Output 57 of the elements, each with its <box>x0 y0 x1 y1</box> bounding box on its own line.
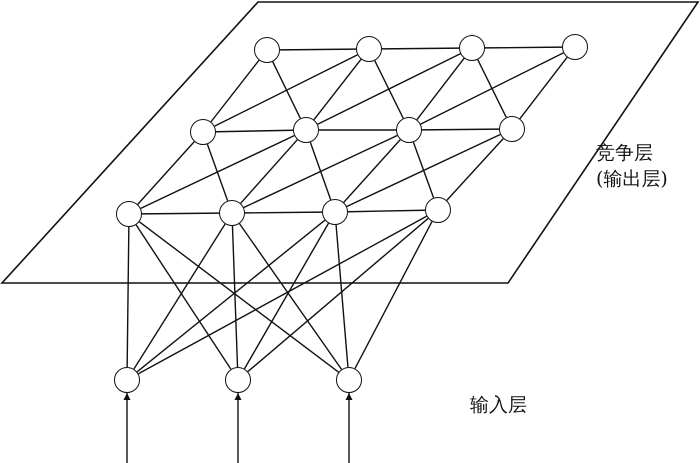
layer-caption: 竞争层(输出层) <box>596 141 669 192</box>
connection-line <box>214 54 358 127</box>
connection-line <box>485 46 562 49</box>
connection-line <box>446 138 504 201</box>
connection-line <box>272 61 301 119</box>
neuron-circle <box>293 117 319 143</box>
neuron-circle <box>562 34 588 60</box>
connection-line <box>244 222 330 370</box>
connection-line <box>319 129 396 131</box>
neuron-circle <box>425 197 451 223</box>
connection-line <box>422 128 499 131</box>
neuron-circle <box>225 367 251 393</box>
neuron-circle <box>356 36 382 62</box>
connection-line <box>245 211 322 214</box>
connection-line <box>382 47 459 50</box>
connection-line <box>243 134 398 208</box>
neuron-circle <box>396 117 422 143</box>
neuron-circle <box>190 119 216 145</box>
connection-line <box>138 216 427 374</box>
neuron-circle <box>254 37 280 63</box>
neuron-circle <box>336 367 362 393</box>
connection-line <box>206 144 228 201</box>
input-arrow <box>234 393 242 463</box>
connection-line <box>232 226 238 368</box>
connection-line <box>343 139 401 203</box>
input-arrow <box>124 393 130 463</box>
connection-line <box>412 142 434 198</box>
neuron-circle <box>116 201 142 227</box>
connection-line <box>142 212 219 215</box>
neuron-circle <box>322 199 348 225</box>
input-arrow <box>346 393 352 463</box>
connection-line <box>238 223 342 370</box>
connection-line <box>216 130 294 132</box>
neuron-circle <box>459 35 485 61</box>
connection-line <box>477 59 507 118</box>
connection-line <box>210 60 260 122</box>
layer-label: 输入层 <box>470 393 527 418</box>
connection-line <box>317 53 461 125</box>
connection-line <box>140 134 295 210</box>
connection-line <box>137 141 195 205</box>
connection-line <box>420 52 564 125</box>
connection-line <box>313 58 362 120</box>
neuron-circle <box>114 367 140 393</box>
connection-line <box>247 218 429 372</box>
connection-line <box>374 60 404 119</box>
connection-line <box>346 134 501 208</box>
connection-line <box>348 210 426 212</box>
neuron-circle <box>498 116 525 142</box>
neuron-circle <box>219 200 245 226</box>
connection-line <box>310 142 332 200</box>
connection-line <box>335 224 349 368</box>
connection-line <box>240 139 298 204</box>
connection-line <box>280 48 356 51</box>
connection-line <box>416 58 465 120</box>
connection-line <box>354 221 433 369</box>
connection-line <box>519 56 568 120</box>
connection-line <box>126 227 130 367</box>
